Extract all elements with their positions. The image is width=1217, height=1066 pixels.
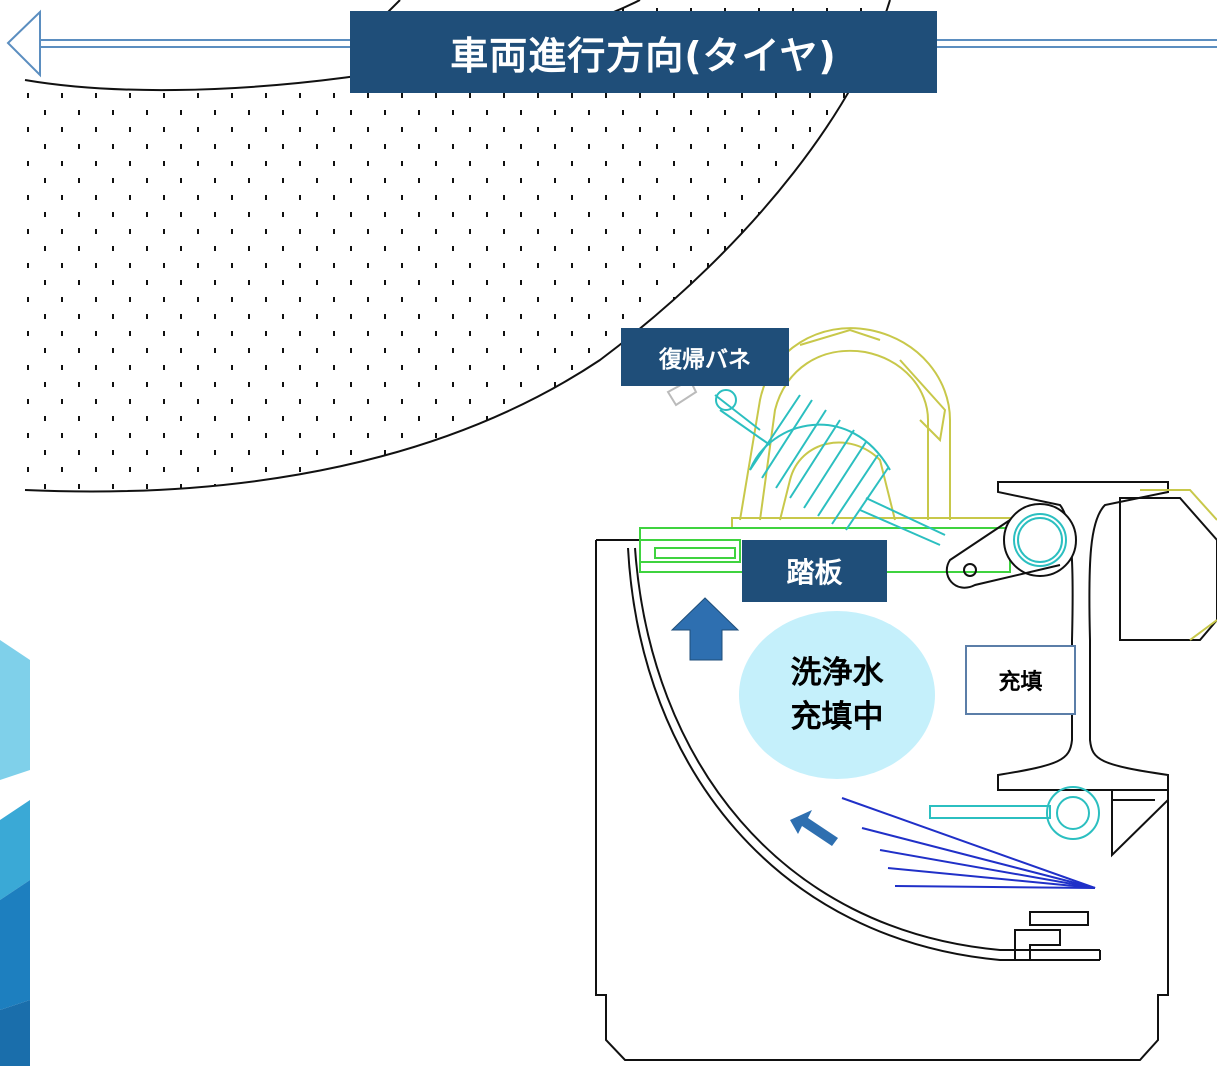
return-spring-label: 復帰バネ bbox=[621, 328, 789, 386]
flow-arrow-diagonal bbox=[790, 810, 838, 846]
step-plate-label: 踏板 bbox=[742, 540, 887, 602]
flow-arrow-up bbox=[670, 597, 740, 661]
bubble-line-1: 洗浄水 bbox=[790, 655, 884, 691]
step-pedal bbox=[639, 527, 1011, 573]
pivot-shaft bbox=[1013, 513, 1067, 567]
right-guard-yellow bbox=[1140, 489, 1217, 641]
direction-label: 車両進行方向(タイヤ) bbox=[350, 11, 937, 93]
filling-status-bubble: 洗浄水 充填中 bbox=[739, 611, 935, 779]
nozzle-block bbox=[1014, 911, 1089, 961]
fill-label: 充填 bbox=[965, 645, 1076, 715]
water-spray bbox=[841, 797, 1096, 889]
right-guard bbox=[1111, 497, 1217, 858]
bubble-line-2: 充填中 bbox=[790, 699, 884, 735]
pivot-arm bbox=[945, 503, 1077, 589]
water-pipe bbox=[929, 786, 1100, 840]
housing-body bbox=[595, 539, 1169, 1061]
return-spring-coil bbox=[714, 389, 946, 546]
decorative-background-shape bbox=[0, 640, 30, 1066]
